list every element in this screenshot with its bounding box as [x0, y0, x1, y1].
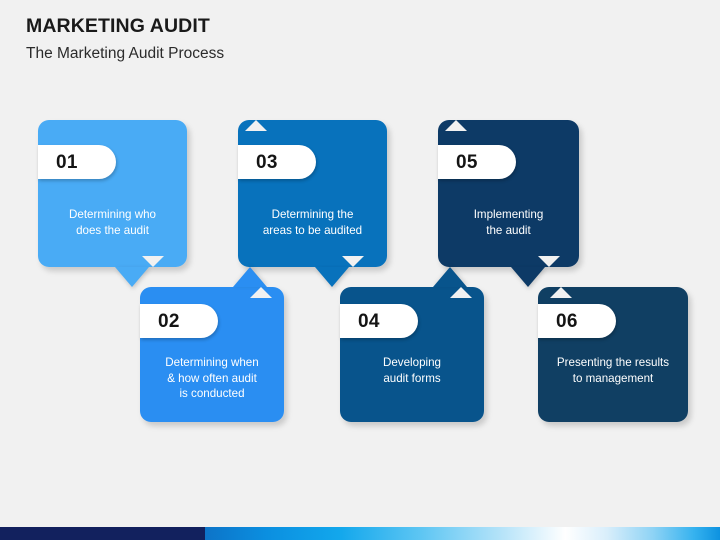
- step-caption-05: Implementing the audit: [473, 208, 544, 237]
- step-badge-01: 01: [38, 145, 116, 179]
- step-card-05[interactable]: 05 Implementing the audit: [438, 120, 579, 267]
- step-number-03: 03: [256, 151, 278, 173]
- step-card-05-body: [438, 120, 579, 267]
- connector-01-to-02: [115, 267, 149, 287]
- step-badge-03: 03: [238, 145, 316, 179]
- slide-header: MARKETING AUDIT The Marketing Audit Proc…: [26, 14, 626, 65]
- page-title: MARKETING AUDIT: [26, 15, 210, 37]
- page-subtitle: The Marketing Audit Process: [26, 45, 225, 62]
- step-notch-05-up: [445, 120, 467, 131]
- step-notch-06-up: [550, 287, 572, 298]
- step-caption-01: Determining who does the audit: [69, 208, 156, 237]
- footer-bar-gradient-segment: [205, 527, 720, 540]
- step-caption-04: Developing audit forms: [382, 356, 441, 385]
- step-number-01: 01: [56, 151, 78, 173]
- step-card-02[interactable]: 02 Determining when & how often audit is…: [140, 287, 284, 422]
- process-diagram: 01 Determining who does the audit 03 Det…: [38, 120, 688, 422]
- step-caption-03: Determining the areas to be audited: [262, 208, 363, 237]
- step-notch-03: [342, 256, 364, 267]
- step-caption-06: Presenting the results to management: [556, 356, 670, 385]
- step-card-03-body: [238, 120, 387, 267]
- step-card-03[interactable]: 03 Determining the areas to be audited: [238, 120, 387, 267]
- step-card-01[interactable]: 01 Determining who does the audit: [38, 120, 187, 267]
- step-badge-04: 04: [340, 304, 418, 338]
- connector-03-to-04: [315, 267, 349, 287]
- step-notch-05: [538, 256, 560, 267]
- connector-05-to-06: [511, 267, 545, 287]
- step-notch-04-up: [450, 287, 472, 298]
- step-notch-02-up: [250, 287, 272, 298]
- step-number-05: 05: [456, 151, 478, 173]
- step-notch-01: [142, 256, 164, 267]
- footer-accent-bar: [0, 527, 720, 540]
- footer-bar-navy-segment: [0, 527, 205, 540]
- step-badge-06: 06: [538, 304, 616, 338]
- step-notch-03-up: [245, 120, 267, 131]
- step-caption-02: Determining when & how often audit is co…: [165, 356, 259, 400]
- step-card-04[interactable]: 04 Developing audit forms: [340, 287, 484, 422]
- connector-02-to-03: [233, 267, 267, 287]
- step-card-01-body: [38, 120, 187, 267]
- step-card-06[interactable]: 06 Presenting the results to management: [538, 287, 688, 422]
- step-badge-02: 02: [140, 304, 218, 338]
- step-badge-05: 05: [438, 145, 516, 179]
- connector-04-to-05: [433, 267, 467, 287]
- step-number-04: 04: [358, 310, 380, 332]
- step-number-06: 06: [556, 310, 578, 332]
- step-number-02: 02: [158, 310, 180, 332]
